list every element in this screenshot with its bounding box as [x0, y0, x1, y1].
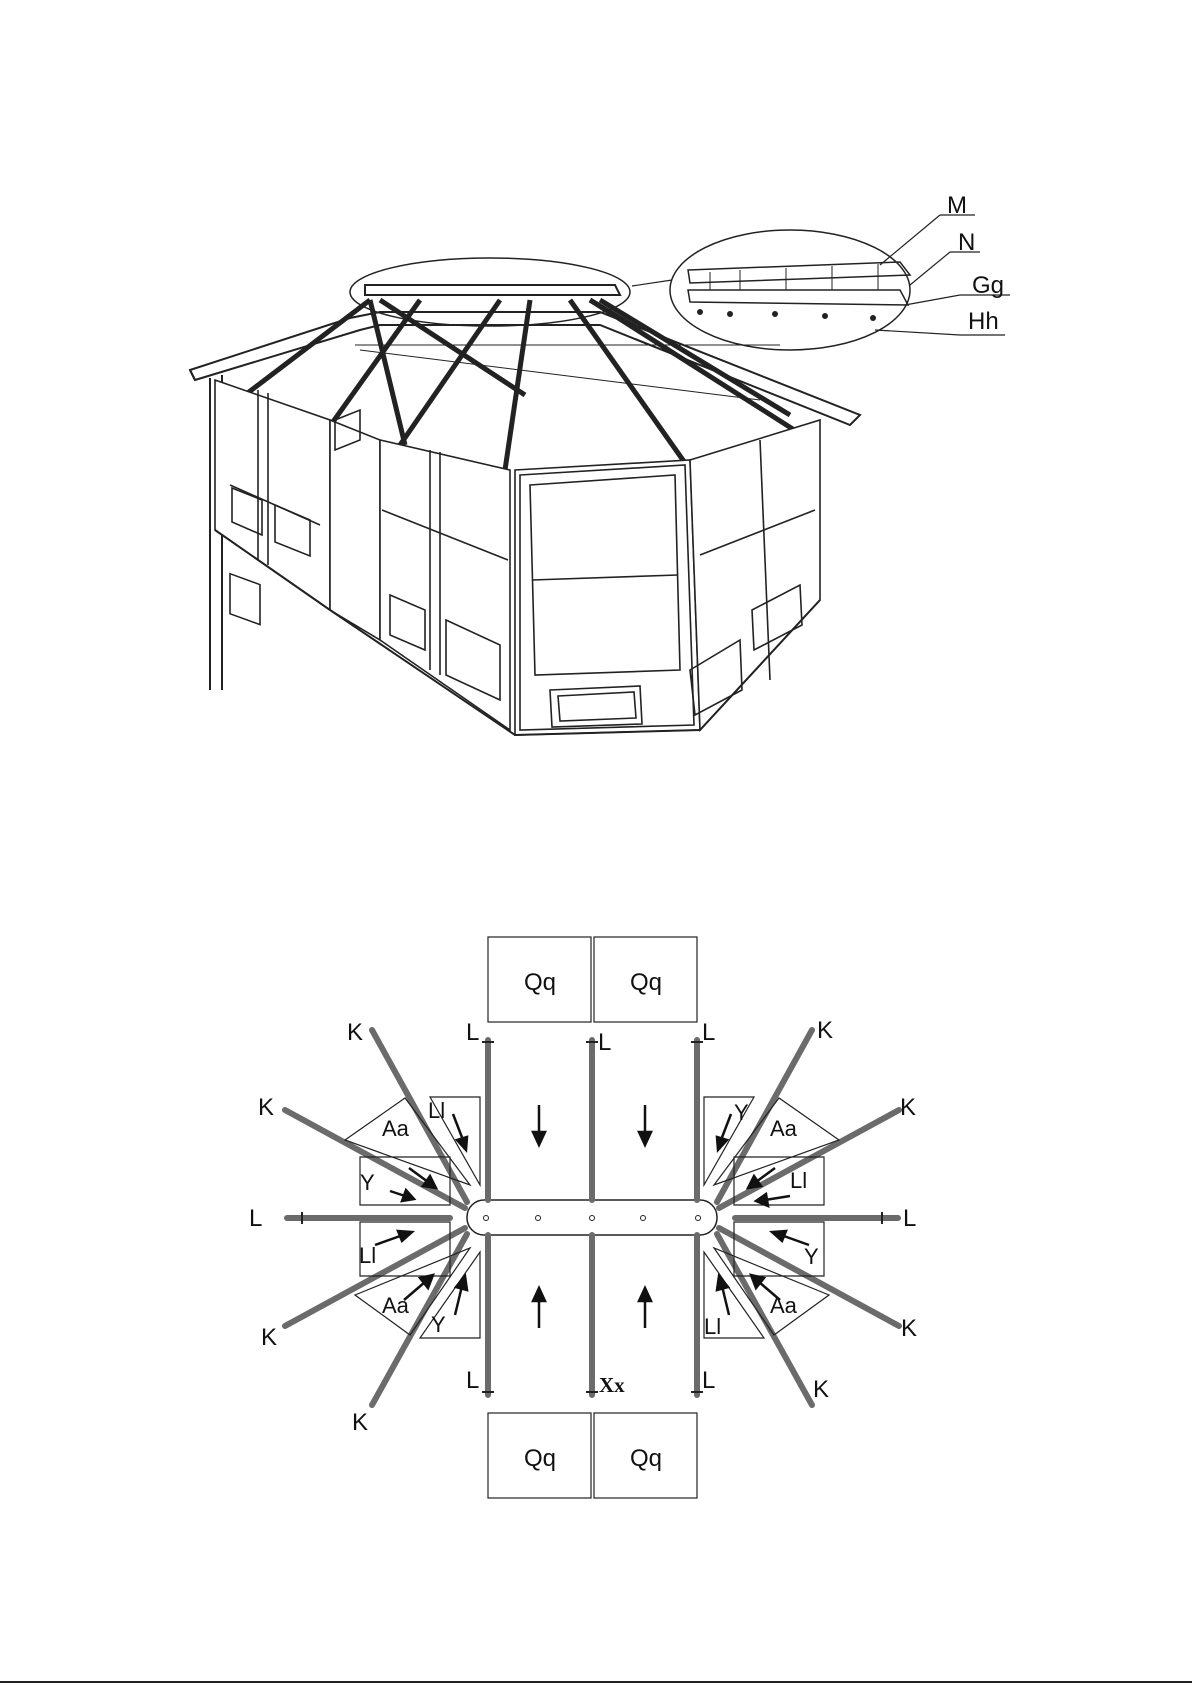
- gazebo-walls: [215, 345, 820, 735]
- callout-label-gg: Gg: [972, 272, 1004, 299]
- gazebo-illustration: [190, 258, 860, 735]
- rod-label-k-left-3: K: [261, 1324, 277, 1351]
- rod-label-k-right-4: K: [813, 1376, 829, 1403]
- rod-label-top-right-outer: L: [702, 1019, 715, 1046]
- ridge-detail-callout: M N Gg Hh: [670, 192, 1010, 350]
- rod-label-k-left-2: K: [258, 1094, 274, 1121]
- roof-plan: Qq Qq Qq Qq: [249, 937, 917, 1498]
- rod-label-left-mid: L: [249, 1205, 262, 1232]
- callout-label-m: M: [947, 192, 967, 219]
- rod-label-k-right-1: K: [817, 1017, 833, 1044]
- rod-label-k-right-2: K: [900, 1094, 916, 1121]
- wedge-label-right-aa-bottom: Aa: [770, 1293, 798, 1318]
- wedge-label-left-aa-bottom: Aa: [382, 1293, 410, 1318]
- wedge-label-left-y-bottom: Y: [431, 1312, 446, 1337]
- wedge-label-left-ll-top: Ll: [428, 1098, 445, 1123]
- center-hub: [467, 1200, 717, 1235]
- callout-label-n: N: [958, 229, 975, 256]
- rod-label-k-right-3: K: [901, 1315, 917, 1342]
- rod-label-bottom-right-outer: L: [702, 1367, 715, 1394]
- wedge-label-left-ll-bottom: Ll: [359, 1243, 376, 1268]
- rod-label-top-left-outer: L: [466, 1019, 479, 1046]
- panel-qq-top-left-label: Qq: [524, 969, 556, 996]
- rod-label-right-mid: L: [903, 1205, 916, 1232]
- rod-label-bottom-center: Xx: [599, 1373, 625, 1397]
- rod-label-k-left-1: K: [347, 1019, 363, 1046]
- wedge-label-right-ll-bottom: Ll: [704, 1314, 721, 1339]
- rod-label-bottom-left-outer: L: [466, 1367, 479, 1394]
- wedge-label-left-aa-top: Aa: [382, 1116, 410, 1141]
- wedge-label-left-y-top: Y: [360, 1170, 375, 1195]
- rod-label-k-left-4: K: [352, 1409, 368, 1436]
- panel-qq-bottom-left-label: Qq: [524, 1445, 556, 1472]
- wedge-label-right-y-top: Y: [734, 1100, 749, 1125]
- wedge-label-right-ll-top: Ll: [790, 1168, 807, 1193]
- ridge-beam: [365, 285, 620, 295]
- panel-qq-top-right-label: Qq: [630, 969, 662, 996]
- rod-label-top-center: L: [598, 1029, 611, 1056]
- panel-qq-bottom-right-label: Qq: [630, 1445, 662, 1472]
- wedge-label-right-aa-top: Aa: [770, 1116, 798, 1141]
- callout-label-hh: Hh: [968, 308, 999, 335]
- wedge-label-right-y-bottom: Y: [804, 1244, 819, 1269]
